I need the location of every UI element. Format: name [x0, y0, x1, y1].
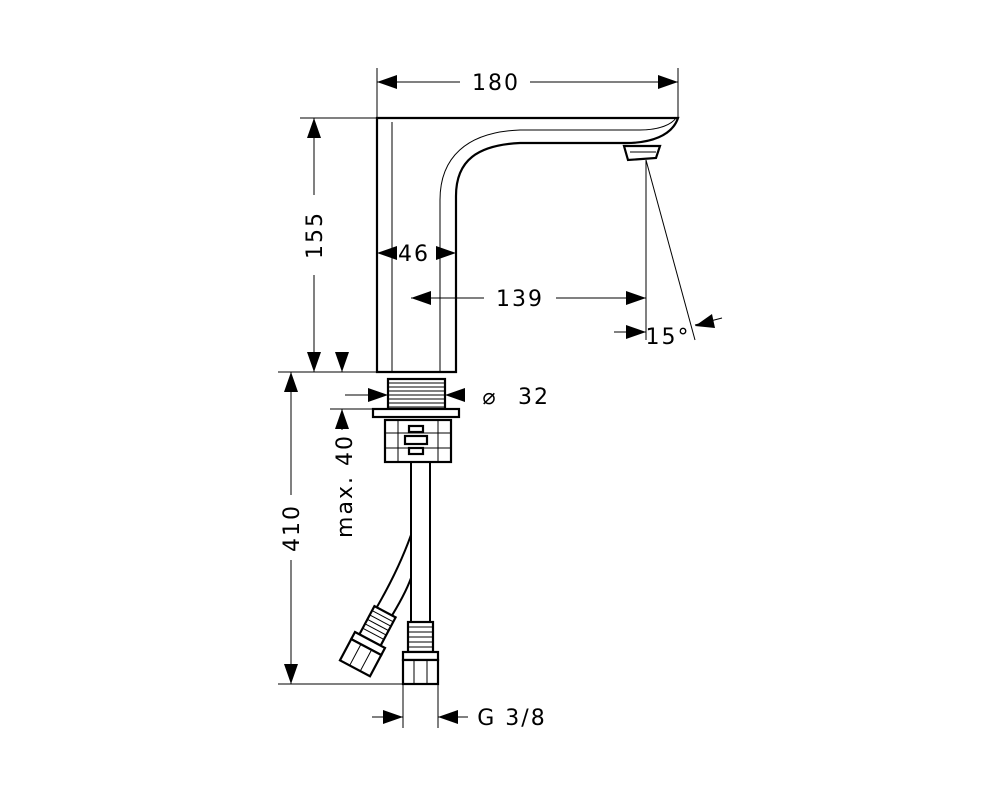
dimension-label-139: 139 [496, 287, 544, 312]
dimension-width-total: 180 [376, 68, 679, 118]
dimension-connection: G 3/8 [372, 684, 546, 731]
diameter-symbol: ⌀ [482, 385, 497, 410]
dimension-label-46: 46 [398, 242, 430, 267]
dimension-label-g-3-8: G 3/8 [477, 706, 546, 731]
dimension-label-max-40: max. 40 [333, 434, 358, 538]
faucet-body [375, 116, 680, 374]
dimension-label-15deg: 15° [646, 325, 691, 350]
dimension-angle: 15° [614, 159, 723, 350]
dimension-height-spout: 155 [300, 117, 377, 373]
dimension-body-width: 46 [377, 242, 456, 267]
supply-hoses [338, 462, 440, 686]
dimension-projection: 139 [411, 287, 646, 312]
dimension-hose-length: 410 [278, 371, 403, 685]
dimension-label-32: 32 [518, 385, 550, 410]
dimension-bore-diameter: ⌀ 32 [345, 385, 550, 410]
mounting-shank [371, 377, 461, 464]
dimension-label-155: 155 [303, 211, 328, 259]
dimension-label-410: 410 [280, 504, 305, 552]
dimension-deck-thickness: max. 40 [330, 352, 388, 538]
dimension-label-180: 180 [472, 71, 520, 96]
